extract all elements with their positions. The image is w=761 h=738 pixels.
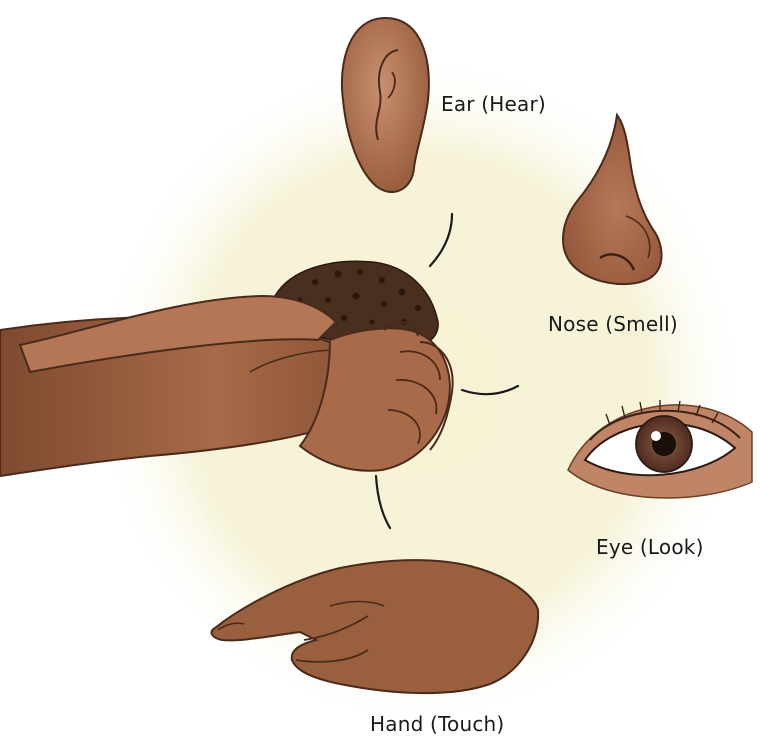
eye-label: Eye (Look) — [596, 535, 704, 559]
ear-label: Ear (Hear) — [441, 92, 546, 116]
nose-label: Nose (Smell) — [548, 312, 678, 336]
hand-label: Hand (Touch) — [370, 712, 504, 736]
